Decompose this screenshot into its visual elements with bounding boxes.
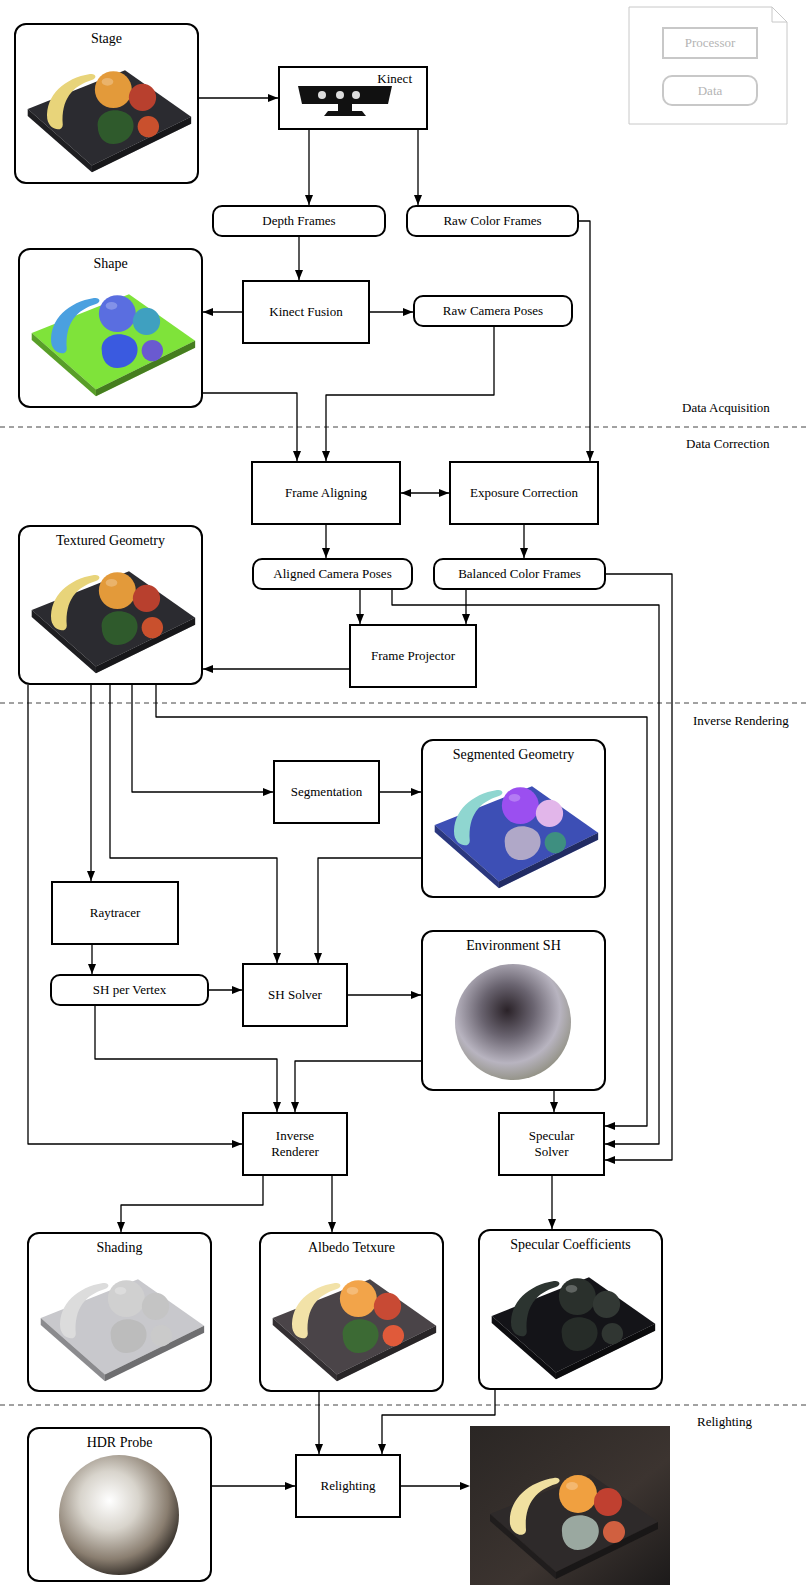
image-panel: Shading: [27, 1232, 212, 1392]
connector: [199, 97, 278, 98]
node-label: Raytracer: [90, 905, 141, 921]
connector: [308, 130, 309, 205]
node-label: Frame Projector: [371, 648, 455, 664]
processor-box: Exposure Correction: [449, 461, 599, 525]
image-panel: Specular Coefficients: [478, 1229, 663, 1390]
node-label: Raw Color Frames: [443, 213, 541, 229]
connector: [121, 1176, 263, 1232]
image-panel: Segmented Geometry: [421, 739, 606, 898]
processor-box: Frame Projector: [349, 624, 477, 688]
image-panel: Albedo Tetxure: [259, 1232, 444, 1392]
section-label: Data Correction: [686, 436, 769, 452]
node-label: Specular Solver: [515, 1128, 589, 1159]
connector: [370, 311, 413, 312]
connector: [212, 1485, 295, 1486]
connector: [401, 492, 449, 493]
connector: [331, 1176, 332, 1232]
node-label: Frame Aligning: [285, 485, 367, 501]
connector: [132, 685, 273, 792]
section-label: Inverse Rendering: [693, 713, 789, 729]
legend-label: Processor: [685, 35, 736, 51]
node-label: Exposure Correction: [470, 485, 578, 501]
processor-box: Inverse Renderer: [242, 1112, 348, 1176]
data-box: SH per Vertex: [50, 974, 209, 1006]
connector: [359, 590, 360, 624]
connector: [298, 237, 299, 280]
connector: [209, 989, 242, 990]
connector: [203, 311, 242, 312]
connector: [28, 685, 242, 1144]
connector: [91, 945, 92, 974]
connector: [551, 1176, 552, 1229]
node-label: Raw Camera Poses: [443, 303, 543, 319]
node-label: Kinect Fusion: [269, 304, 342, 320]
processor-box: Frame Aligning: [251, 461, 401, 525]
node-label: Environment SH: [466, 938, 561, 955]
image-panel: Stage: [14, 23, 199, 184]
node-label: Relighting: [321, 1478, 376, 1494]
connector: [203, 393, 297, 461]
connector: [605, 574, 672, 1160]
legend-item: Data: [662, 75, 758, 106]
node-label: Inverse Renderer: [258, 1128, 332, 1159]
connector: [318, 1392, 319, 1454]
data-box: Balanced Color Frames: [433, 558, 606, 590]
connector: [348, 994, 421, 995]
image-panel: Environment SH: [421, 930, 606, 1091]
connector: [318, 858, 421, 963]
connector: [417, 130, 418, 205]
data-box: Aligned Camera Poses: [252, 558, 413, 590]
legend-label: Data: [698, 83, 723, 99]
legend-item: Processor: [662, 27, 758, 59]
connector: [295, 1061, 421, 1112]
image-panel: HDR Probe: [27, 1427, 212, 1582]
data-box: Raw Color Frames: [406, 205, 579, 237]
node-label: Segmented Geometry: [453, 747, 575, 764]
connector: [203, 668, 349, 669]
processor-box: Relighting: [295, 1454, 401, 1518]
node-label: SH per Vertex: [93, 982, 166, 998]
connector: [326, 327, 494, 461]
processor-box: Kinect: [278, 66, 428, 130]
data-box: Depth Frames: [212, 205, 386, 237]
section-label: Relighting: [697, 1414, 752, 1430]
node-label: Aligned Camera Poses: [273, 566, 391, 582]
processor-box: Raytracer: [51, 881, 179, 945]
node-label: Albedo Tetxure: [308, 1240, 395, 1257]
processor-box: Segmentation: [273, 760, 380, 824]
node-label: Kinect: [377, 71, 412, 87]
node-label: Depth Frames: [262, 213, 335, 229]
connector: [90, 685, 91, 881]
processor-box: SH Solver: [242, 963, 348, 1027]
node-label: SH Solver: [268, 987, 322, 1003]
connector: [553, 1091, 554, 1112]
processor-box: Specular Solver: [498, 1112, 605, 1176]
connector: [325, 525, 326, 558]
image-panel: Textured Geometry: [18, 525, 203, 685]
processor-box: Kinect Fusion: [242, 280, 370, 344]
node-label: Shape: [93, 256, 127, 273]
node-label: Textured Geometry: [56, 533, 165, 550]
node-label: Balanced Color Frames: [458, 566, 581, 582]
node-label: Segmentation: [291, 784, 363, 800]
image-panel: Shape: [18, 248, 203, 408]
section-label: Data Acquisition: [682, 400, 770, 416]
connector: [579, 221, 590, 461]
connector: [523, 525, 524, 558]
node-label: HDR Probe: [87, 1435, 153, 1452]
connector: [156, 685, 647, 1126]
data-box: Raw Camera Poses: [413, 295, 573, 327]
node-label: Specular Coefficients: [510, 1237, 631, 1254]
connector: [382, 1390, 495, 1454]
connector: [465, 590, 466, 624]
node-label: Shading: [97, 1240, 143, 1257]
node-label: Stage: [91, 31, 122, 48]
connector: [380, 791, 421, 792]
